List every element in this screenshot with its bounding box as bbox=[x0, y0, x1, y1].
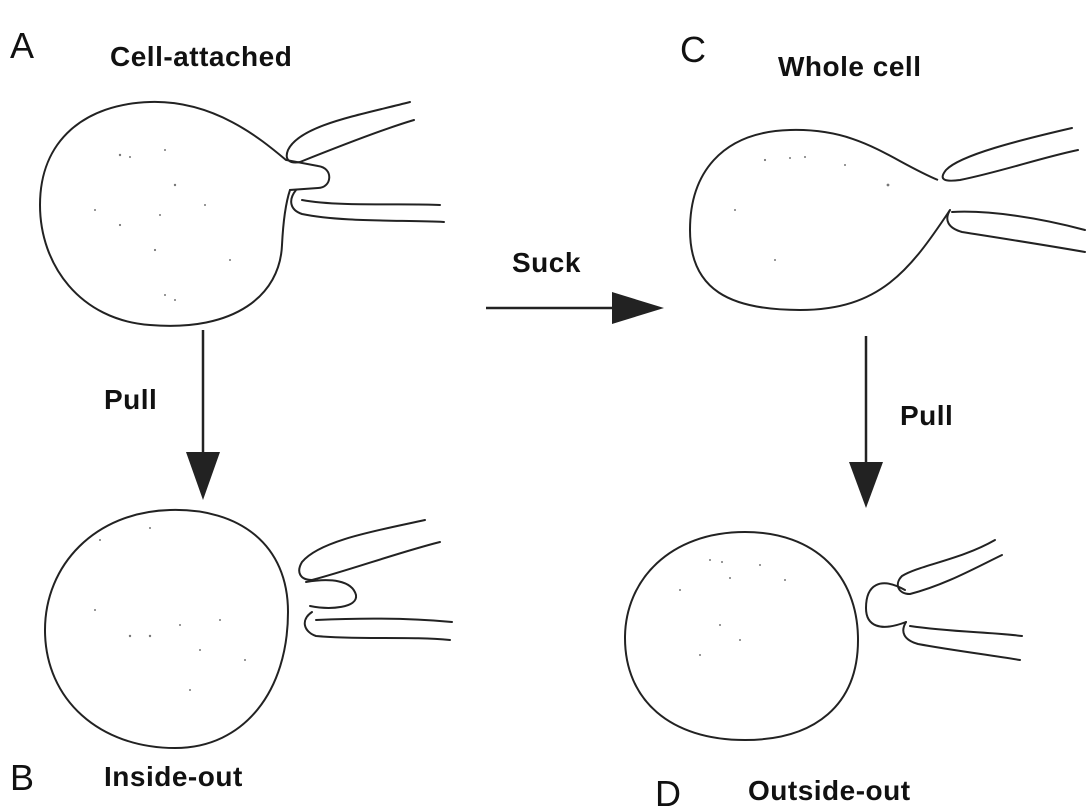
arrow-pull-right-label: Pull bbox=[900, 400, 953, 431]
cytoplasm-specks-a bbox=[94, 149, 231, 301]
panel-a-letter: A bbox=[10, 25, 34, 66]
arrow-pull-right: Pull bbox=[849, 336, 953, 508]
membrane-patch-b bbox=[306, 580, 356, 608]
pipette-a bbox=[287, 102, 414, 163]
cell-a bbox=[40, 102, 329, 326]
pipette-d bbox=[898, 540, 1002, 594]
panel-a-title: Cell-attached bbox=[110, 41, 292, 72]
panel-b-letter: B bbox=[10, 757, 34, 798]
pipette-b bbox=[299, 520, 440, 580]
cytoplasm-specks-c bbox=[734, 156, 889, 261]
cell-d bbox=[625, 532, 858, 740]
panel-c-title: Whole cell bbox=[778, 51, 921, 82]
panel-d-title: Outside-out bbox=[748, 775, 911, 806]
panel-b-title: Inside-out bbox=[104, 761, 243, 792]
cytoplasm-specks-b bbox=[94, 527, 246, 691]
arrow-suck: Suck bbox=[486, 247, 664, 324]
panel-d-letter: D bbox=[655, 773, 681, 812]
arrow-pull-left: Pull bbox=[104, 330, 220, 500]
panel-a: A Cell-attached bbox=[10, 25, 444, 326]
arrow-pull-left-label: Pull bbox=[104, 384, 157, 415]
cytoplasm-specks-d bbox=[679, 559, 786, 656]
pipette-c bbox=[943, 128, 1078, 181]
panel-b: B Inside-out bbox=[10, 510, 452, 798]
cell-b bbox=[45, 510, 288, 748]
panel-c-letter: C bbox=[680, 29, 706, 70]
panel-d: D Outside-out bbox=[625, 532, 1022, 812]
cell-c bbox=[690, 130, 950, 310]
panel-c: C Whole cell bbox=[680, 29, 1085, 310]
arrow-suck-label: Suck bbox=[512, 247, 581, 278]
